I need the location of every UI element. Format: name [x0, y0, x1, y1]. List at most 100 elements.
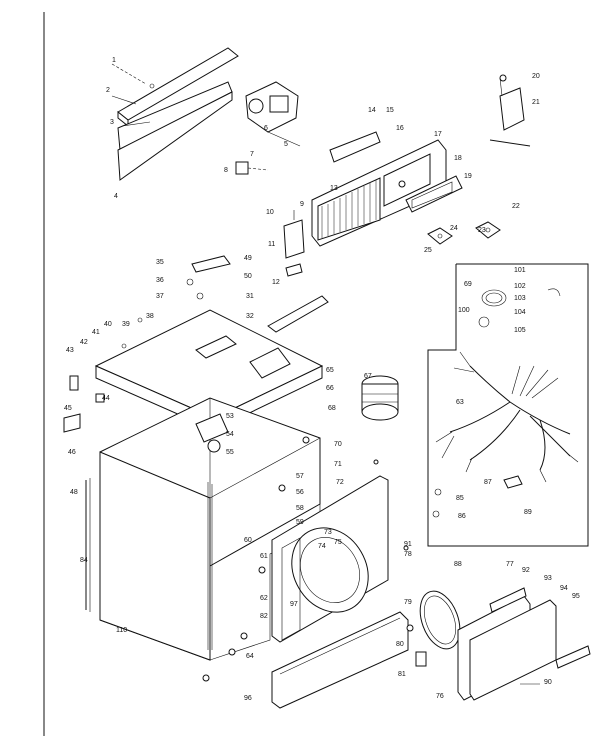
callout-49: 49	[244, 255, 252, 262]
callout-89: 89	[524, 509, 532, 516]
callout-77: 77	[506, 561, 514, 568]
callout-38: 38	[146, 313, 154, 320]
callout-92: 92	[522, 567, 530, 574]
wiring-box	[427, 263, 589, 547]
callout-56: 56	[296, 489, 304, 496]
callout-2: 2	[106, 87, 110, 94]
callout-91: 91	[404, 541, 412, 548]
top-panel	[111, 47, 239, 181]
callout-43: 43	[66, 347, 74, 354]
callout-61: 61	[260, 553, 268, 560]
callout-97: 97	[290, 601, 298, 608]
clips-22-25	[427, 221, 501, 245]
callout-4: 4	[114, 193, 118, 200]
callout-17: 17	[434, 131, 442, 138]
callout-48: 48	[70, 489, 78, 496]
callout-78: 78	[404, 551, 412, 558]
callout-53: 53	[226, 413, 234, 420]
callout-8: 8	[224, 167, 228, 174]
callout-45: 45	[64, 405, 72, 412]
door-assembly	[415, 587, 591, 701]
callout-58: 58	[296, 505, 304, 512]
callout-102: 102	[514, 283, 526, 290]
callout-95: 95	[572, 593, 580, 600]
callout-73: 73	[324, 529, 332, 536]
callout-14: 14	[368, 107, 376, 114]
callout-7: 7	[250, 151, 254, 158]
callout-5: 5	[284, 141, 288, 148]
callout-15: 15	[386, 107, 394, 114]
timer-unit	[235, 81, 301, 175]
callout-81: 81	[398, 671, 406, 678]
callout-86: 86	[458, 513, 466, 520]
front-panel	[271, 475, 389, 643]
callout-63: 63	[456, 399, 464, 406]
callout-75: 75	[334, 539, 342, 546]
callout-64: 64	[246, 653, 254, 660]
callout-80: 80	[396, 641, 404, 648]
callout-54: 54	[226, 431, 234, 438]
callout-31: 31	[246, 293, 254, 300]
callout-41: 41	[92, 329, 100, 336]
callout-74: 74	[318, 543, 326, 550]
callout-9: 9	[300, 201, 304, 208]
cabinet	[85, 397, 321, 661]
callout-42: 42	[80, 339, 88, 346]
screws	[121, 83, 414, 682]
callout-3: 3	[110, 119, 114, 126]
callout-10: 10	[266, 209, 274, 216]
kick-plate	[271, 611, 409, 709]
callout-37: 37	[156, 293, 164, 300]
callout-87: 87	[484, 479, 492, 486]
callout-46: 46	[68, 449, 76, 456]
callout-110: 110	[116, 627, 127, 634]
left-small-parts	[63, 375, 105, 433]
callout-60: 60	[244, 537, 252, 544]
callout-22: 22	[512, 203, 520, 210]
callout-1: 1	[112, 57, 116, 64]
callout-68: 68	[328, 405, 336, 412]
callout-20: 20	[532, 73, 540, 80]
callout-96: 96	[244, 695, 252, 702]
callout-55: 55	[226, 449, 234, 456]
callout-70: 70	[334, 441, 342, 448]
callout-88: 88	[454, 561, 462, 568]
callout-32: 32	[246, 313, 254, 320]
callout-94: 94	[560, 585, 568, 592]
callout-18: 18	[454, 155, 462, 162]
callout-23: 23	[478, 227, 486, 234]
callout-40: 40	[104, 321, 112, 328]
callout-93: 93	[544, 575, 552, 582]
callout-90: 90	[544, 679, 552, 686]
callout-25: 25	[424, 247, 432, 254]
callout-84: 84	[80, 557, 88, 564]
callout-21: 21	[532, 99, 540, 106]
callout-85: 85	[456, 495, 464, 502]
callout-59: 59	[296, 519, 304, 526]
control-panel	[311, 131, 463, 247]
callout-103: 103	[514, 295, 526, 302]
callout-105: 105	[514, 327, 526, 334]
callout-65: 65	[326, 367, 334, 374]
switch-10-12	[283, 210, 305, 277]
callout-76: 76	[436, 693, 444, 700]
callout-24: 24	[450, 225, 458, 232]
callout-13: 13	[330, 185, 338, 192]
callout-69: 69	[464, 281, 472, 288]
callout-6: 6	[264, 125, 268, 132]
callout-100: 100	[458, 307, 470, 314]
callout-19: 19	[464, 173, 472, 180]
callout-36: 36	[156, 277, 164, 284]
callout-66: 66	[326, 385, 334, 392]
callout-79: 79	[404, 599, 412, 606]
bracket-20-21	[489, 74, 531, 147]
callout-104: 104	[514, 309, 526, 316]
callout-11: 11	[268, 241, 275, 248]
callout-101: 101	[514, 267, 526, 274]
callout-67: 67	[364, 373, 372, 380]
callout-57: 57	[296, 473, 304, 480]
callout-71: 71	[334, 461, 342, 468]
callout-12: 12	[272, 279, 280, 286]
